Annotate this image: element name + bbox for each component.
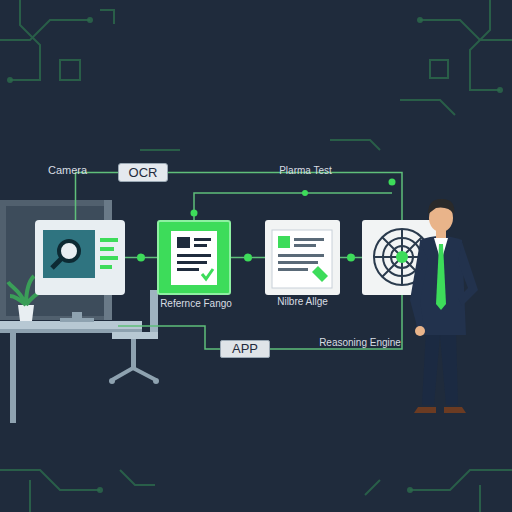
flow-dot — [347, 254, 355, 262]
reference-box: Refernce Fango — [157, 220, 231, 295]
node-label: OCR — [119, 165, 167, 180]
node-label: Camera — [48, 164, 108, 176]
ocr-box: OCR — [118, 163, 168, 182]
stage-label: Plarma Test — [258, 165, 353, 176]
reasoning-box: Reasoning Engine — [362, 220, 442, 295]
presenter-figure — [410, 199, 478, 413]
flow-dot — [244, 254, 252, 262]
node-label: Nilbre Allge — [245, 296, 360, 307]
document-icon — [272, 230, 332, 288]
flow-dot — [137, 254, 145, 262]
office-chair — [109, 290, 159, 384]
bus-wire — [194, 193, 392, 220]
circuit-dots — [7, 17, 503, 493]
desk — [0, 312, 142, 423]
report-icon — [171, 231, 217, 285]
junction-dots — [191, 179, 396, 217]
web-icon — [374, 229, 430, 285]
node-label: Refernce Fango — [134, 298, 258, 309]
app-wire — [118, 326, 220, 349]
camera-box: Camera — [35, 220, 125, 295]
node-label: Reasoning Engine — [300, 337, 420, 348]
connector-line — [168, 173, 402, 221]
app-box: APP — [220, 340, 270, 358]
node-label: APP — [221, 341, 269, 356]
search-icon — [43, 230, 118, 278]
connector-line — [76, 173, 119, 221]
document-box: Nilbre Allge — [265, 220, 340, 295]
